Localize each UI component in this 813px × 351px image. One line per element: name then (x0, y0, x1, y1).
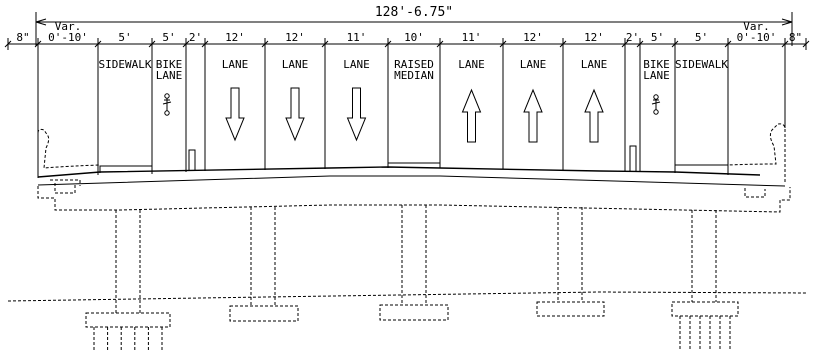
zone-label-sidewalk-left: SIDEWALK (99, 58, 152, 71)
pier (229, 207, 299, 322)
zone-label-lane-4: LANE (458, 58, 485, 71)
dim-label-lane-3: 11' (347, 31, 367, 44)
dim-label-lane-5: 12' (523, 31, 543, 44)
dim-label-median: 10' (404, 31, 424, 44)
dim-label-lane-4: 11' (462, 31, 482, 44)
pier (379, 205, 449, 321)
arrow-up-icon (461, 88, 482, 143)
zone-label-lane-6: LANE (581, 58, 608, 71)
dim-label-lane-6: 12' (584, 31, 604, 44)
arrow-down-icon (225, 87, 245, 142)
pier (671, 210, 739, 350)
dim-label-buffer-left: 2' (189, 31, 202, 44)
bike-symbol-left (162, 93, 172, 116)
zone-label-bike-right: LANE (643, 69, 670, 82)
pier (85, 210, 171, 350)
dim-label-buffer-right: 2' (626, 31, 639, 44)
lane-dimension-labels: 8"0'-10'Var.5'5'2'12'12'11'10'11'12'12'2… (16, 20, 802, 44)
dim-label-parapet-right: 8" (789, 31, 802, 44)
girders (37, 179, 791, 213)
lane-dimension-line (4, 38, 810, 50)
bike-symbol-right (651, 94, 661, 115)
overall-width-label: 128'-6.75" (375, 5, 453, 20)
dim-top-label-var-left: Var. (55, 20, 82, 33)
zone-label-lane-3: LANE (343, 58, 370, 71)
zone-label-lane-5: LANE (520, 58, 547, 71)
arrow-up-icon (523, 88, 543, 143)
dim-label-sidewalk-right: 5' (695, 31, 708, 44)
pier (536, 207, 605, 317)
dim-label-var-left: 0'-10' (48, 31, 88, 44)
dim-label-lane-2: 12' (285, 31, 305, 44)
arrow-down-icon (346, 87, 367, 142)
zone-label-lane-2: LANE (282, 58, 309, 71)
parapet-left (37, 128, 101, 178)
dim-label-parapet-left: 8" (16, 31, 29, 44)
dim-top-label-var-right: Var. (743, 20, 770, 33)
dim-label-var-right: 0'-10' (737, 31, 777, 44)
dim-label-sidewalk-left: 5' (118, 31, 131, 44)
arrow-up-icon (584, 88, 604, 143)
zone-label-median: MEDIAN (394, 69, 434, 82)
deck-slab (37, 145, 786, 187)
traffic-arrows (225, 87, 604, 143)
dim-label-bike-right: 5' (651, 31, 664, 44)
dim-label-bike-left: 5' (162, 31, 175, 44)
zone-label-bike-right: BIKE (643, 58, 670, 71)
zone-label-lane-1: LANE (222, 58, 249, 71)
parapet-right (727, 123, 786, 182)
dim-label-lane-1: 12' (225, 31, 245, 44)
zone-label-median: RAISED (394, 58, 434, 71)
zone-label-sidewalk-right: SIDEWALK (675, 58, 728, 71)
zone-label-bike-left: LANE (156, 69, 183, 82)
ground-line (7, 291, 807, 302)
arrow-down-icon (285, 87, 305, 142)
piers (85, 205, 739, 350)
overall-dimension: 128'-6.75" (35, 5, 793, 46)
zone-label-bike-left: BIKE (156, 58, 183, 71)
lane-separators (37, 50, 786, 178)
